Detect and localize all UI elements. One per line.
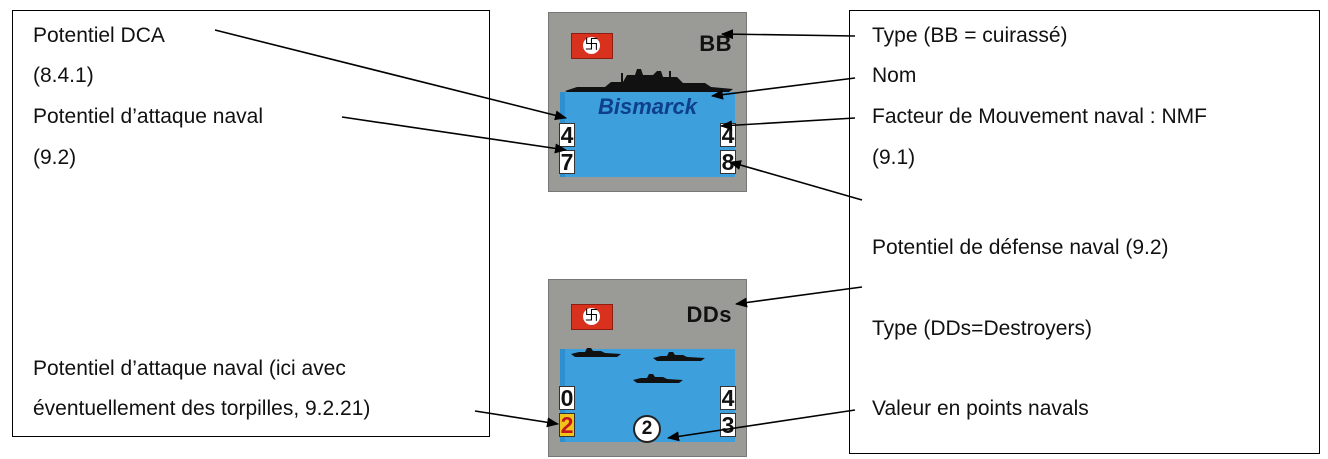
right-legend-box: Type (BB = cuirassé) Nom Facteur de Mouv… [849,10,1320,454]
aa-value: 0 [559,385,575,411]
label-attack-ref: (9.2) [33,146,77,169]
german-flag-icon: 卐 [571,33,613,59]
naval-points-badge: 2 [633,415,661,443]
arrow-defense [729,160,863,201]
torpedo-attack-value: 2 [559,412,575,438]
flag-emblem: 卐 [583,37,600,54]
movement-value: 4 [720,385,736,411]
ship-name: Bismarck [597,94,698,119]
arrow-dca [214,29,567,121]
battleship-silhouette-icon [565,69,733,95]
arrow-attack [341,116,567,154]
arrow-type-bb [721,29,856,40]
label-naval-points: Valeur en points navals [872,397,1089,420]
label-torpedo-line1: Potentiel d’attaque naval (ici avec [33,357,346,380]
label-type-dd: Type (DDs=Destroyers) [872,317,1092,340]
destroyers-counter: 卐 DDs 0 2 4 3 2 [548,279,747,457]
label-nmf: Facteur de Mouvement naval : NMF [872,105,1207,128]
german-flag-icon: 卐 [571,304,613,330]
label-attack: Potentiel d’attaque naval [33,105,264,128]
arrow-name [711,77,856,100]
label-type-bb: Type (BB = cuirassé) [872,24,1068,47]
arrow-torpedo [474,410,559,428]
arrow-nmf [720,117,856,131]
label-dca: Potentiel DCA [33,24,165,47]
counter-type-dd: DDs [686,302,732,327]
flag-emblem: 卐 [583,308,600,325]
arrow-type-dd [735,286,863,308]
counter-panel: Bismarck [560,92,735,177]
label-dca-ref: (8.4.1) [33,64,94,87]
left-legend-box: Potentiel DCA (8.4.1) Potentiel d’attaqu… [12,10,490,437]
arrow-naval-points [667,409,856,442]
bismarck-counter: 卐 BB Bismarck 4 7 4 8 [548,12,747,192]
aa-value: 4 [559,122,575,148]
destroyer-silhouettes-icon [571,348,705,383]
label-nmf-ref: (9.1) [872,146,916,169]
attack-value: 7 [559,149,575,175]
label-defense: Potentiel de défense naval (9.2) [872,236,1169,259]
label-torpedo-line2: éventuellement des torpilles, 9.2.21) [33,397,371,420]
label-name: Nom [872,64,917,87]
defense-value: 3 [720,412,736,438]
